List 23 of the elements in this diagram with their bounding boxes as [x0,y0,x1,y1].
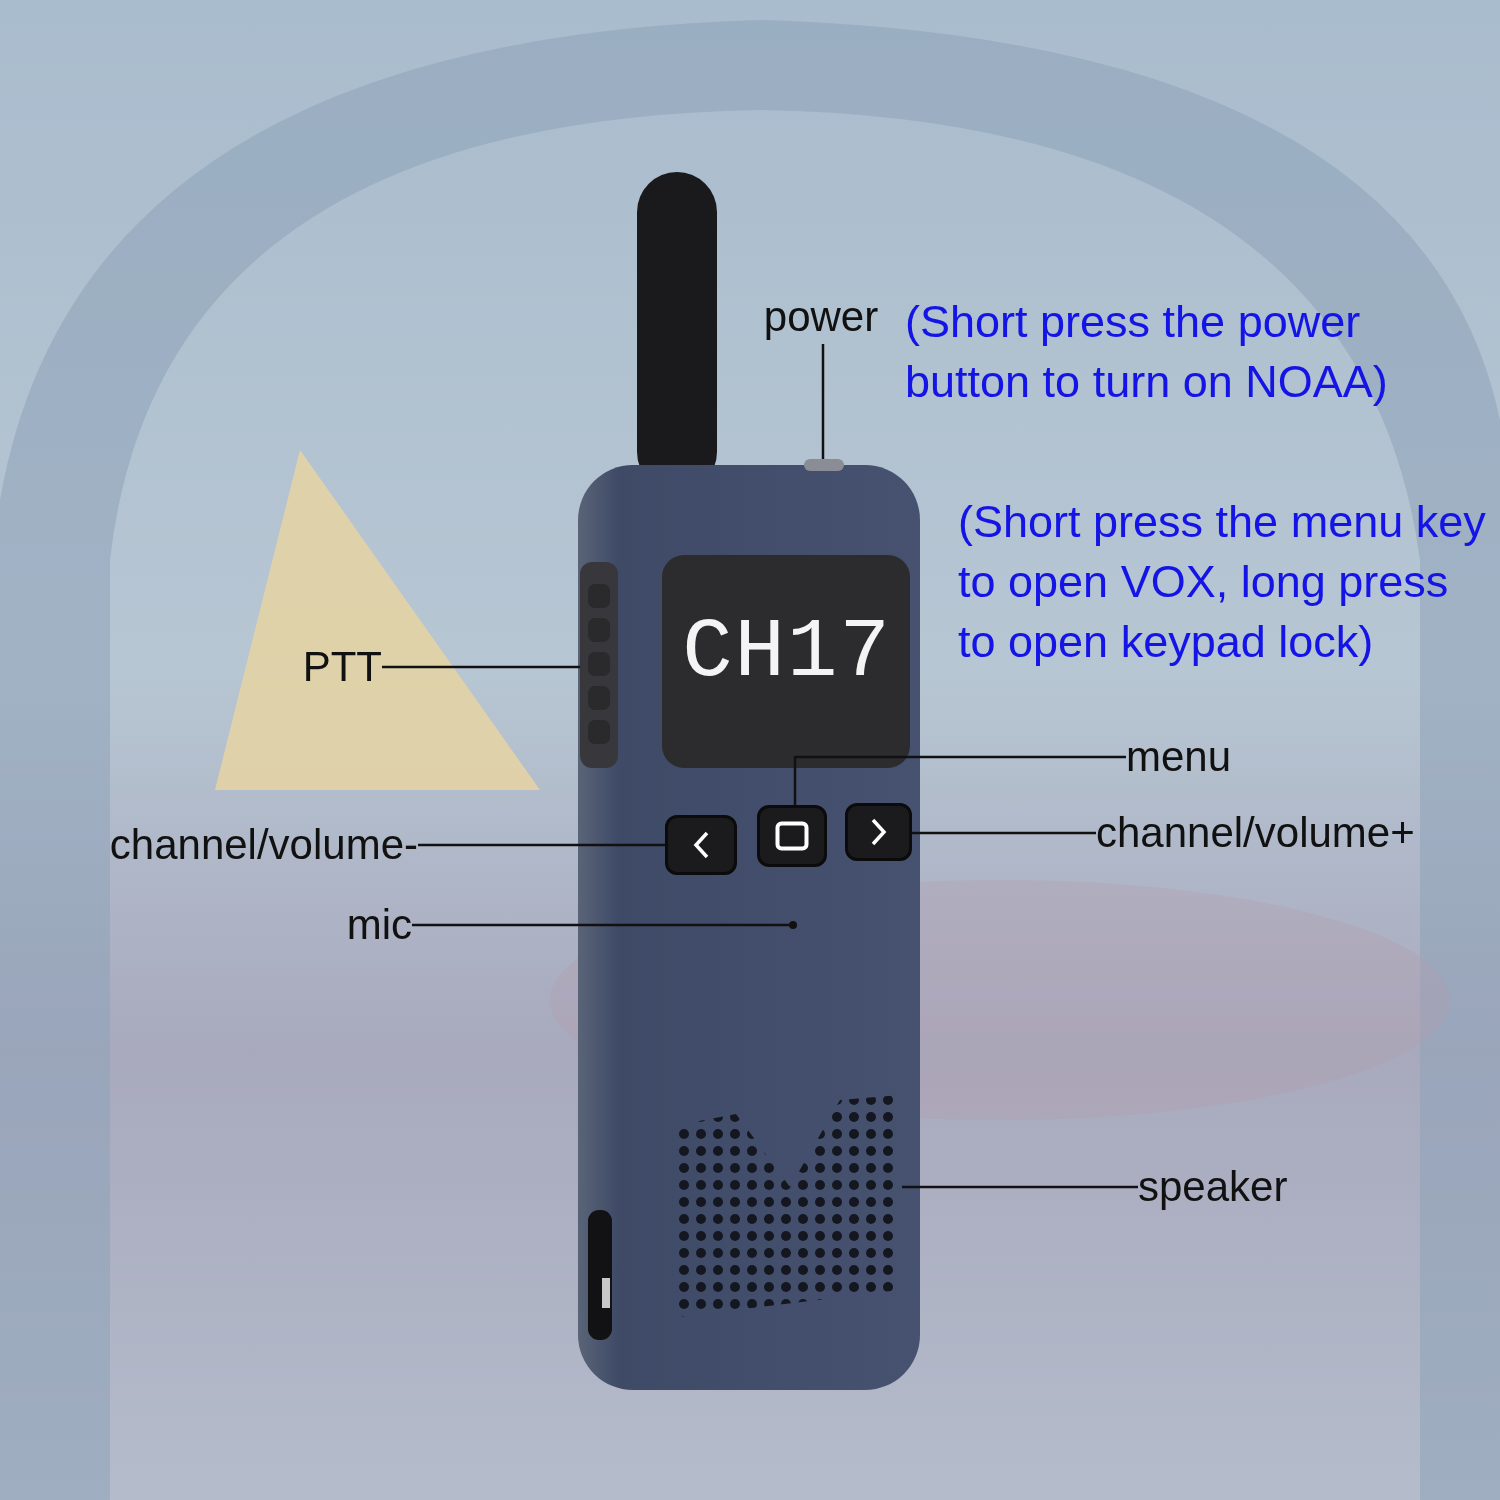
instruction-note: (Short press the power button to turn on NOAA) [905,295,1389,409]
part-label: channel/volume- [30,818,418,872]
part-label: mic [300,898,412,952]
part-label: speaker [1138,1160,1328,1214]
power-button [804,459,844,471]
display-readout: CH17 [681,604,893,702]
instruction-note: (Short press the menu key to open VOX, long press to open keypad lock) [958,495,1487,669]
push-to-talk-key [580,562,618,768]
leader-line [418,843,665,847]
part-label: menu [1126,730,1276,784]
navigation-key [665,815,737,875]
leader-line [412,923,789,927]
menu-key [757,805,827,867]
leader-line [902,1185,1138,1189]
part-label: channel/volume+ [1096,806,1496,860]
navigation-key [845,803,912,861]
leader-line [382,665,580,669]
leader-line [793,755,1126,805]
part-label: power [755,290,887,344]
leader-line [821,344,825,459]
microphone-hole [789,921,797,929]
leader-line [912,831,1096,835]
part-label: PTT [290,640,382,694]
